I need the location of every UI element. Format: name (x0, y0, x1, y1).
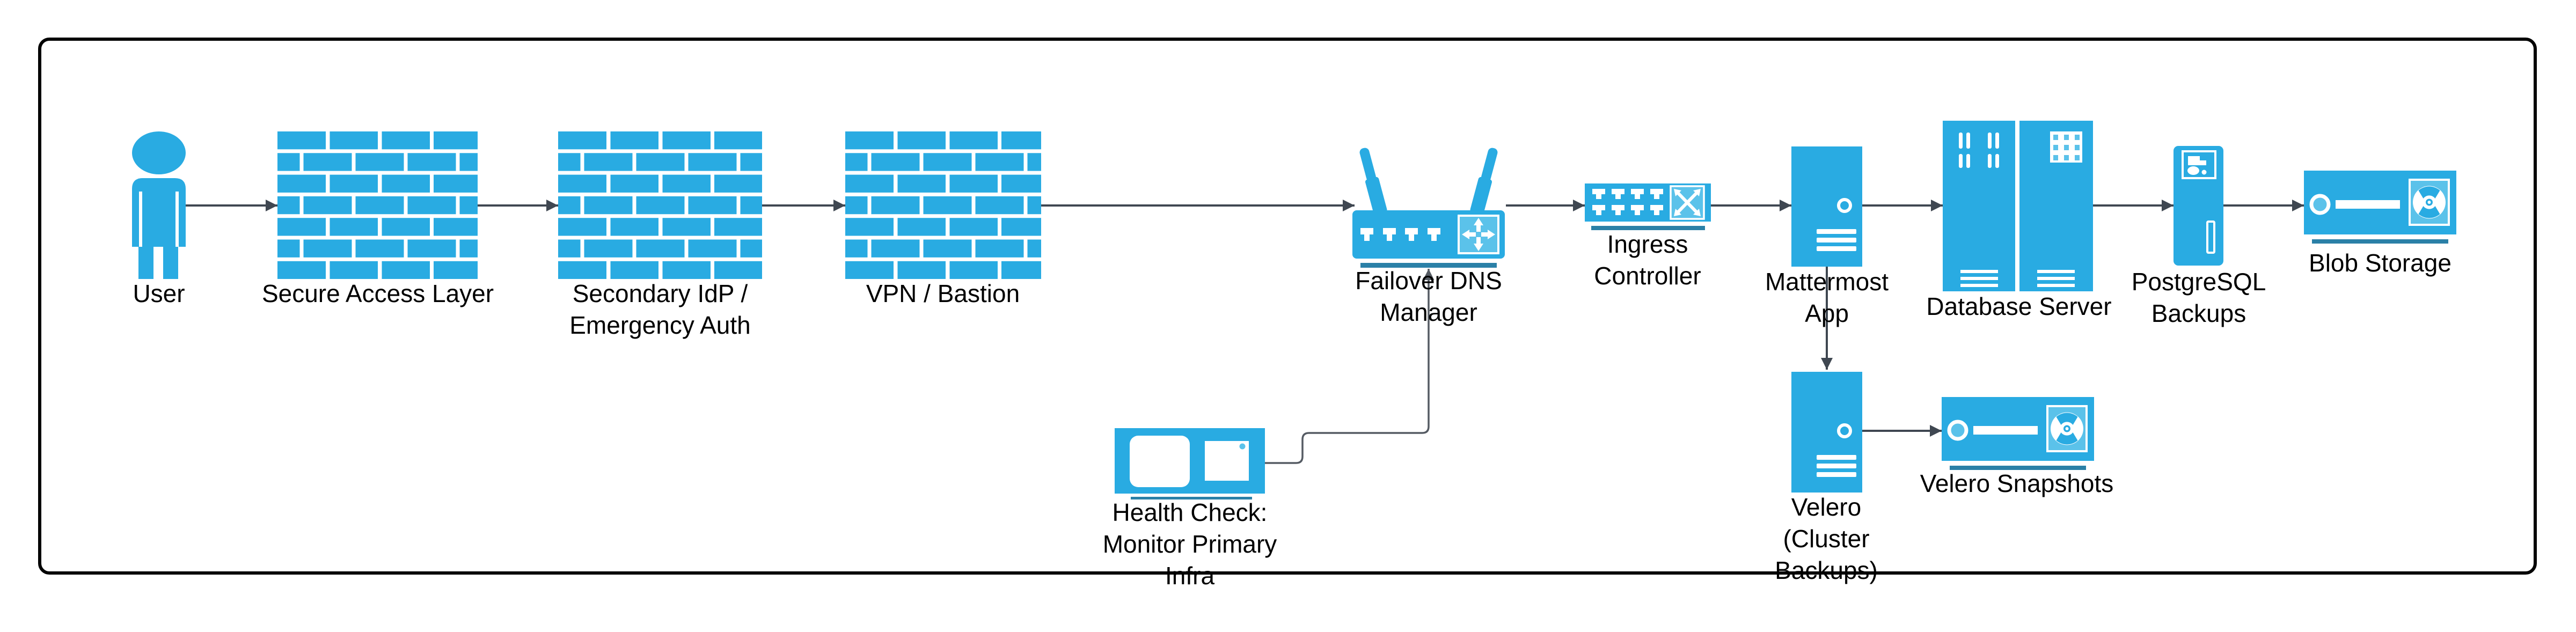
server-rack-icon (1943, 121, 2093, 291)
person-icon (132, 131, 186, 279)
label-postgresql-backups: PostgreSQL Backups (2132, 266, 2266, 329)
label-line: Mattermost (1765, 268, 1889, 296)
label-vpn-bastion: VPN / Bastion (866, 278, 1020, 310)
rack-vents (1959, 133, 1999, 168)
firewall-icon-secure-access (277, 131, 478, 279)
label-line: Ingress (1607, 230, 1688, 258)
router-ports (1360, 228, 1440, 241)
label-user: User (133, 278, 185, 310)
label-secondary-idp: Secondary IdP / Emergency Auth (569, 278, 751, 341)
label-line: Monitor Primary (1102, 530, 1277, 558)
label-line: Controller (1594, 262, 1701, 290)
label-line: Health Check: (1112, 498, 1268, 526)
label-blob-storage: Blob Storage (2309, 247, 2451, 279)
diagram-border (38, 38, 2537, 575)
label-line: App (1805, 299, 1849, 327)
label-line: Secure Access Layer (261, 280, 494, 307)
monitor-icon (1115, 428, 1265, 499)
label-database-server: Database Server (1926, 291, 2111, 322)
backup-glyph (2187, 156, 2207, 175)
wireless-router-icon (1352, 148, 1505, 268)
label-line: Velero (1791, 493, 1862, 521)
label-line: (Cluster (1783, 525, 1870, 553)
routing-symbol (1462, 218, 1495, 251)
label-line: Backups) (1775, 556, 1878, 584)
label-line: PostgreSQL (2131, 268, 2266, 296)
label-line: Backups (2151, 299, 2246, 327)
rack-lines (1960, 270, 2075, 287)
rack-grid (2053, 135, 2080, 160)
edges (186, 200, 2304, 437)
label-line: Velero Snapshots (1920, 469, 2114, 497)
label-secure-access-layer: Secure Access Layer (262, 278, 494, 310)
crossover-symbol (1677, 192, 1698, 214)
label-failover-dns-manager: Failover DNS Manager (1355, 265, 1502, 328)
label-line: Database Server (1926, 292, 2112, 320)
tape-storage-icon-velero-snapshots (1942, 397, 2094, 470)
label-velero-snapshots: Velero Snapshots (1920, 468, 2114, 499)
label-line: VPN / Bastion (866, 280, 1020, 307)
backup-server-icon (2174, 146, 2223, 266)
label-line: Infra (1165, 562, 1215, 590)
label-line: Emergency Auth (569, 311, 751, 339)
connector-health-check-to-failover-dns (1265, 269, 1435, 464)
label-line: User (133, 280, 185, 307)
firewall-icon-secondary-idp (558, 131, 762, 279)
label-line: Failover DNS (1355, 267, 1502, 295)
server-tower-icon-velero (1791, 372, 1862, 493)
label-line: Blob Storage (2309, 249, 2451, 277)
label-health-check: Health Check: Monitor Primary Infra (1103, 497, 1277, 592)
label-line: Secondary IdP / (572, 280, 748, 307)
label-ingress-controller: Ingress Controller (1594, 229, 1701, 292)
label-velero: Velero (Cluster Backups) (1775, 491, 1878, 586)
switch-ports (1592, 189, 1663, 215)
network-switch-icon (1585, 183, 1711, 230)
label-line: Manager (1380, 298, 1477, 326)
tape-storage-icon-blob (2304, 171, 2456, 244)
server-tower-icon-mattermost (1791, 146, 1862, 267)
firewall-icon-vpn-bastion (845, 131, 1041, 279)
label-mattermost-app: Mattermost App (1765, 266, 1889, 329)
